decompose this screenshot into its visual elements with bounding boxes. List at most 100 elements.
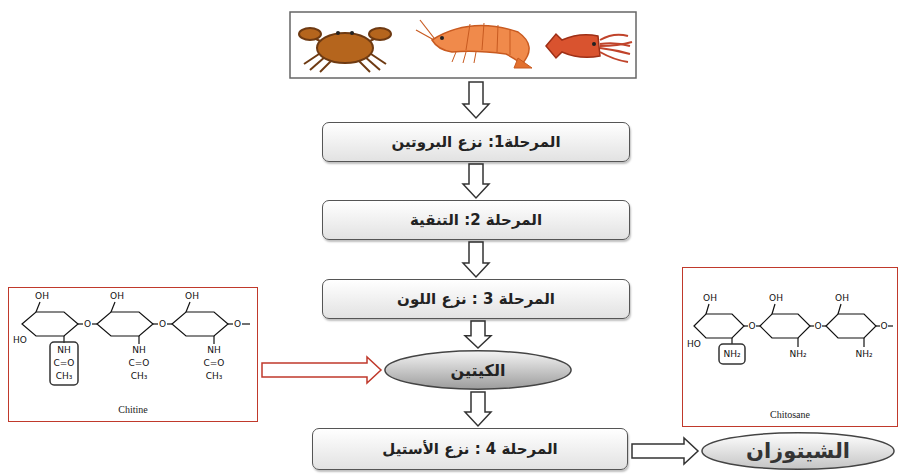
atom-label: O [84,320,91,329]
chitosan-structure [822,325,826,326]
chitosan-structure [744,325,748,326]
atom-label: OH [35,292,49,301]
shrimp-picture [416,20,532,68]
shrimp-picture [416,30,434,40]
flow-arrow [463,82,489,118]
node-text: الكيتين [451,361,506,380]
chitosan-structure [719,344,745,364]
structure-caption: Chitosane [683,409,897,420]
shrimp-picture [440,36,444,40]
chitin-structure [167,323,172,324]
atom-label: OH [185,292,199,301]
null [510,29,511,55]
flow-arrow [463,164,489,198]
chitin-structure [78,323,83,324]
null [482,23,484,50]
chitosan-structure [760,314,810,338]
chitin-structure [172,312,228,336]
chitin-structure [36,302,40,312]
atom-label: HO [13,336,27,345]
squid-picture [592,42,596,46]
shrimp-picture [514,58,532,68]
chitin-structure [22,302,250,385]
node-text: المرحلة1: نزع البروتين [391,133,560,151]
atom-label: NH₂ [723,350,740,359]
shrimp-picture [420,20,434,38]
chitosan-structure [797,338,798,347]
chitin-structure [22,312,78,336]
null [474,52,476,63]
crab-picture [299,28,321,40]
node-text: الشيتوزان [746,439,850,463]
chitosan-structure [876,325,880,326]
atom-label: OH [703,294,717,303]
crab-picture [299,28,391,72]
atom-label: O [880,322,887,331]
structure-box: Chitosane [682,267,898,427]
flow-arrow [262,357,381,383]
chitin-structure [242,323,250,324]
photo-strip [290,12,636,78]
ellipse-shape [702,433,894,469]
null [600,42,632,46]
flow-arrow [632,438,698,464]
node-text: المرحلة 2: التنقية [410,211,542,229]
chitosan-structure [826,314,876,338]
node-text: المرحلة 3 : نزع اللون [397,290,555,308]
chitin-structure [186,302,190,312]
chitosan-structure [810,325,814,326]
squid-picture [546,34,632,62]
atom-label: NH [57,346,71,355]
process-box: المرحلة 2: التنقية [322,200,630,240]
atom-label: CH₃ [206,372,223,381]
flow-arrow [463,82,489,118]
atom-label: OH [769,294,783,303]
atom-label: NH [132,346,146,355]
atom-label: CH₃ [131,372,148,381]
atom-label: OH [110,292,124,301]
null [466,24,470,50]
process-box: المرحلة 4 : نزع الأستيل [312,428,628,470]
chitin-structure [153,323,158,324]
process-box: المرحلة 3 : نزع اللون [322,279,630,319]
chitin-structure [111,302,115,312]
crab-picture [317,33,373,63]
ellipse-shape [385,351,571,389]
null [600,35,632,62]
structure-box: Chitine [8,287,258,422]
chitosan-structure [863,338,864,347]
atom-label: O [234,320,241,329]
product-ellipse: الشيتوزان [700,432,896,470]
flow-arrow [463,242,489,277]
crab-picture [369,28,391,40]
atom-label: O [748,322,755,331]
product-ellipse: الكيتين [383,350,573,390]
atom-label: O [814,322,821,331]
atom-label: NH [207,346,221,355]
atom-label: C=O [54,359,75,368]
chitosan-structure [694,314,744,338]
flow-arrow [465,392,491,426]
atom-label: CH₃ [56,372,73,381]
chitosan-structure [706,304,709,314]
photo-strip [290,12,636,78]
null [600,52,628,62]
atom-label: O [159,320,166,329]
null [600,35,628,40]
process-box: المرحلة1: نزع البروتين [322,122,630,162]
atom-label: C=O [129,359,150,368]
atom-label: C=O [204,359,225,368]
crab-picture [336,31,340,35]
squid-picture [546,34,600,58]
null [463,52,466,63]
null [600,48,630,54]
chitin-structure [50,342,78,385]
shrimp-picture [432,26,529,64]
chitosan-structure [731,338,732,344]
atom-label: NH₂ [789,350,806,359]
crab-picture [350,31,354,35]
chitosan-structure [694,304,893,364]
flow-arrow [465,321,491,348]
